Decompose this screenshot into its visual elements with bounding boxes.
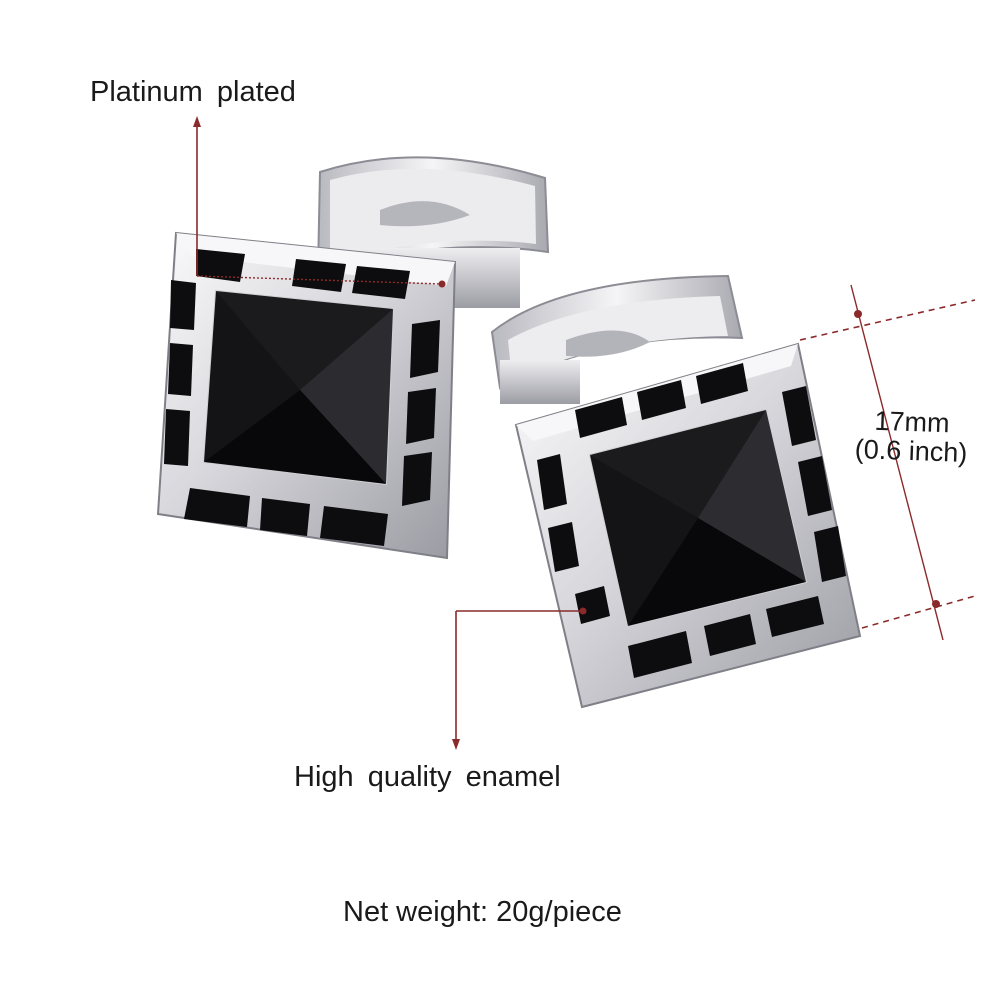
right-cufflink	[514, 342, 862, 709]
size-inch-label: (0.6 inch)	[854, 434, 968, 468]
dimension-bottom-line	[861, 595, 976, 629]
left-cufflink	[156, 231, 457, 560]
material-label: Platinum plated	[90, 76, 296, 108]
right-cufflink-clasp	[490, 274, 744, 404]
arrow-up-icon	[193, 116, 201, 127]
dimension-top-line	[799, 299, 976, 341]
dimension-measure-line	[850, 284, 944, 641]
weight-label: Net weight: 20g/piece	[343, 896, 622, 928]
size-label: 17mm (0.6 inch)	[824, 405, 997, 501]
enamel-label: High quality enamel	[294, 761, 561, 793]
arrow-down-icon	[452, 739, 460, 750]
left-cufflink-clasp	[316, 156, 550, 308]
annotation-lines	[193, 116, 976, 750]
